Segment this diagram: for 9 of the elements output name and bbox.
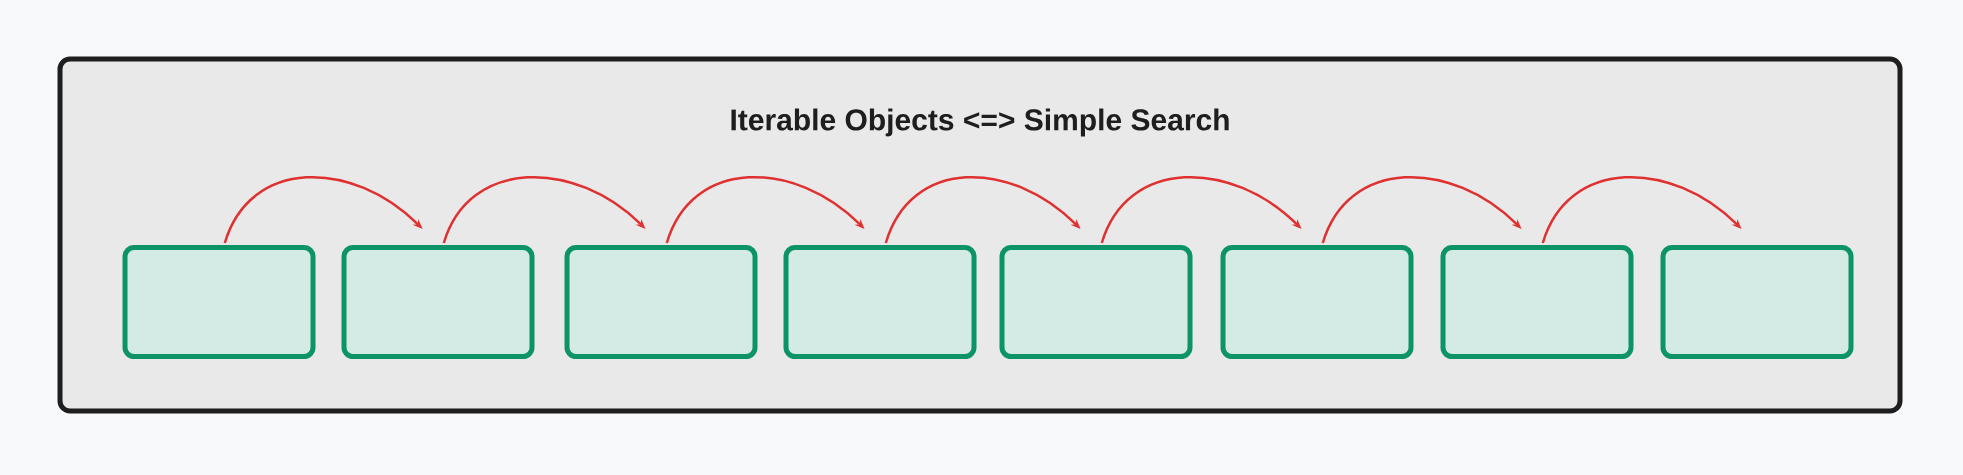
box bbox=[1440, 245, 1634, 359]
box bbox=[122, 245, 316, 359]
box bbox=[564, 245, 758, 359]
box bbox=[1660, 245, 1854, 359]
box bbox=[999, 245, 1193, 359]
box bbox=[783, 245, 977, 359]
box bbox=[1220, 245, 1414, 359]
box bbox=[341, 245, 535, 359]
title: Iterable Objects <=> Simple Search bbox=[731, 108, 1229, 137]
